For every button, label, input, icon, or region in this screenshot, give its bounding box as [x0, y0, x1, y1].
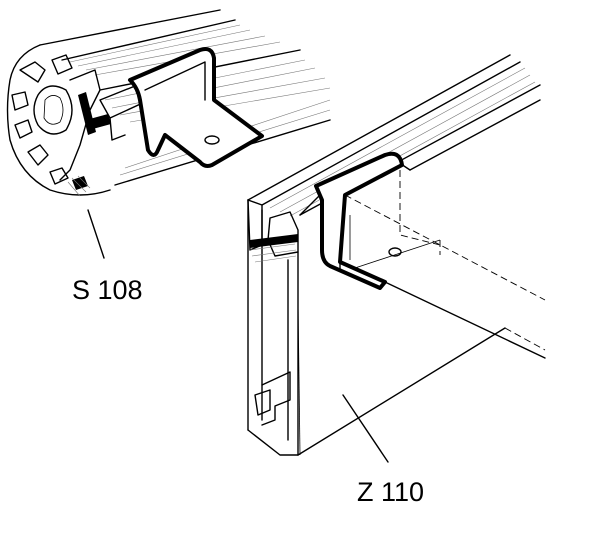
- callout-s108: S 108: [72, 275, 143, 305]
- callout-z110: Z 110: [357, 477, 425, 507]
- leader-z110: [342, 394, 389, 463]
- profile-right: [247, 54, 546, 456]
- profile-upper-left: [6, 9, 331, 197]
- mounting-hole-z110: [388, 247, 402, 257]
- clip-z110: [314, 151, 404, 290]
- clip-s108: [128, 47, 264, 168]
- leader-s108: [87, 209, 105, 259]
- mounting-hole: [204, 135, 220, 145]
